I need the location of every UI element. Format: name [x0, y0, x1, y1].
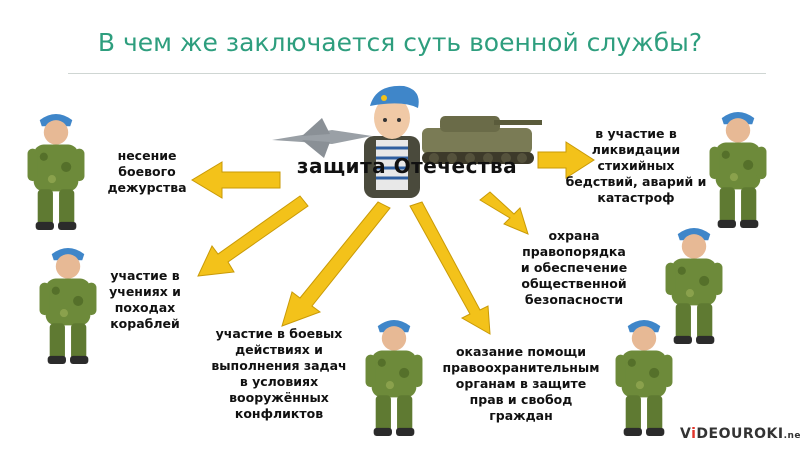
slide-title: В чем же заключается суть военной службы…	[97, 28, 703, 57]
center-image	[272, 78, 542, 198]
arrow-to-combat	[281, 201, 391, 327]
soldier-icon	[365, 320, 423, 436]
soldier-icon	[709, 112, 767, 228]
title-divider	[68, 73, 766, 74]
watermark-logo: ViDEOUROKI.net	[680, 426, 800, 442]
arrow-to-exercises	[197, 195, 309, 277]
arrow-to-order	[479, 191, 529, 235]
soldier-icon	[27, 114, 85, 230]
center-label: защита Отечества	[296, 154, 518, 178]
tank-icon	[422, 116, 542, 164]
aircraft-icon	[272, 118, 372, 158]
arrow-to-disasters	[537, 141, 595, 179]
boy-soldier-icon	[364, 85, 420, 198]
arrow-to-duty	[191, 161, 281, 199]
soldier-icon	[39, 248, 97, 364]
soldier-icon	[615, 320, 673, 436]
arrow-to-assist	[409, 201, 491, 335]
